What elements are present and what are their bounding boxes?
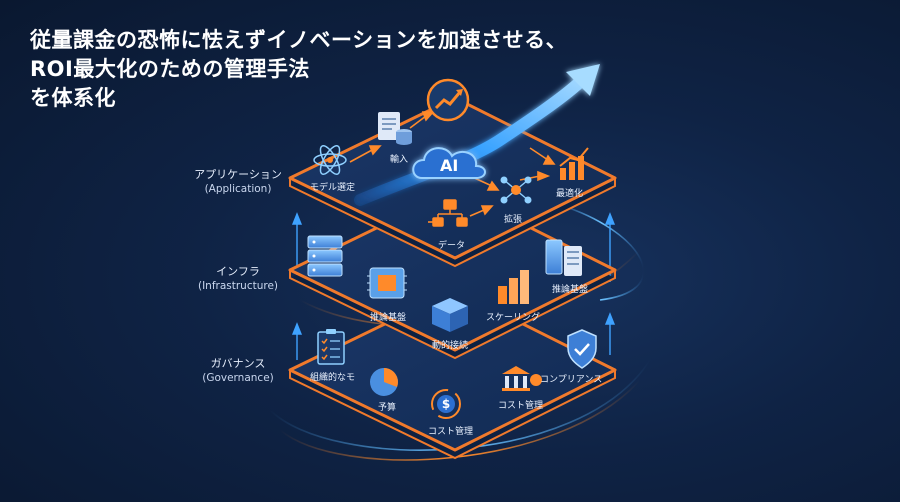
layer-name-infrastructure: インフラ bbox=[216, 265, 260, 278]
node-label-cost-mgmt-bottom: コスト管理 bbox=[428, 427, 474, 437]
layer-sub-governance: (Governance) bbox=[202, 372, 274, 384]
node-label-infer-base-right: 推論基盤 bbox=[552, 285, 589, 295]
storage-box-icon bbox=[432, 298, 468, 332]
growth-chart-icon bbox=[426, 78, 470, 122]
layer-label-governance: ガバナンス (Governance) bbox=[176, 356, 300, 386]
node-label-model-select: モデル選定 bbox=[310, 183, 356, 193]
pie-chart-icon bbox=[370, 368, 398, 396]
ai-cloud-icon bbox=[412, 147, 486, 179]
server-tower-icon bbox=[545, 239, 582, 276]
node-label-data: データ bbox=[438, 241, 466, 251]
node-label-budget: 予算 bbox=[378, 403, 397, 413]
node-label-expand: 拡張 bbox=[504, 215, 523, 225]
network-icon bbox=[500, 176, 532, 204]
node-label-cost-mgmt-right: コスト管理 bbox=[498, 401, 544, 411]
atom-icon bbox=[313, 145, 347, 175]
layer-label-infrastructure: インフラ (Infrastructure) bbox=[176, 264, 300, 294]
layer-name-governance: ガバナンス bbox=[210, 357, 266, 370]
layer-label-application: アプリケーション (Application) bbox=[176, 167, 300, 197]
node-label-org-model: 組織的なモ bbox=[310, 373, 356, 383]
node-label-optimize: 最適化 bbox=[556, 189, 584, 199]
ai-badge-label: AI bbox=[440, 156, 459, 175]
layer-sub-application: (Application) bbox=[204, 183, 272, 195]
platform-governance bbox=[288, 288, 617, 460]
app-flow-arrows bbox=[349, 111, 556, 223]
layer-name-application: アプリケーション bbox=[194, 168, 282, 181]
headline-line-3: を体系化 bbox=[30, 86, 116, 110]
node-label-compliance: コンプリアンス bbox=[540, 375, 603, 385]
dollar-cycle-icon: $ bbox=[431, 389, 461, 419]
bank-icon bbox=[502, 366, 542, 391]
headline-line-1: 従量課金の恐怖に怯えずイノベーションを加速させる、 bbox=[30, 28, 568, 52]
bar-chart-icon bbox=[559, 147, 589, 180]
gpu-chip-icon bbox=[367, 267, 407, 299]
headline: 従量課金の恐怖に怯えずイノベーションを加速させる、 ROI最大化のための管理手法… bbox=[30, 26, 630, 113]
checklist-icon bbox=[317, 329, 345, 365]
node-label-scaling: スケーリング bbox=[486, 313, 541, 323]
svg-text:$: $ bbox=[442, 397, 450, 411]
hierarchy-icon bbox=[432, 199, 468, 227]
node-label-infer-base-left: 推論基盤 bbox=[370, 313, 407, 323]
document-database-icon bbox=[378, 112, 412, 145]
scaling-bars-icon bbox=[498, 270, 529, 304]
node-label-dynamic-connect: 動的接続 bbox=[432, 341, 469, 351]
headline-line-2: ROI最大化のための管理手法 bbox=[30, 57, 310, 81]
node-label-input: 輸入 bbox=[390, 155, 409, 165]
server-rack-icon bbox=[307, 235, 343, 277]
vertical-arrows bbox=[291, 212, 616, 360]
growth-arrow bbox=[354, 64, 600, 206]
layer-sub-infrastructure: (Infrastructure) bbox=[197, 280, 279, 292]
shield-check-icon bbox=[567, 329, 597, 369]
